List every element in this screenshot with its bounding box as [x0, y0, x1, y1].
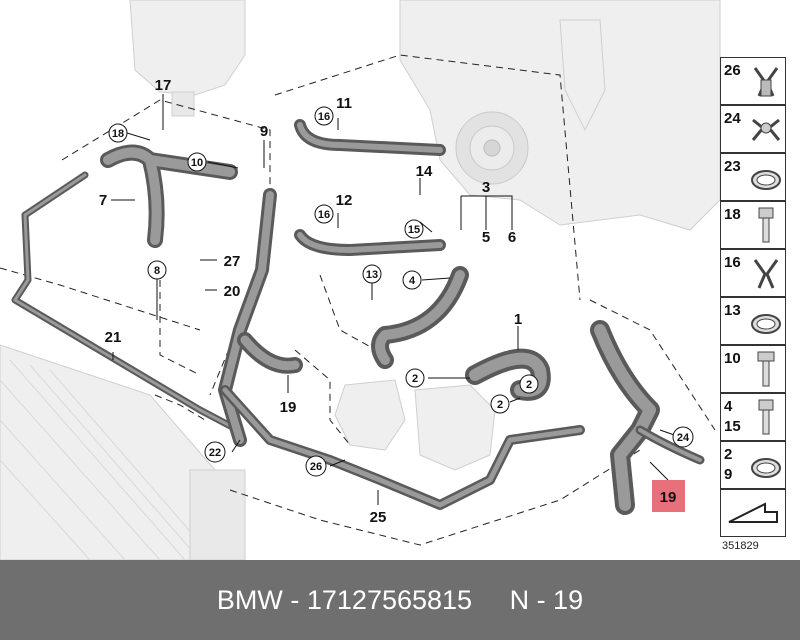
water-pump-illustration — [334, 379, 496, 471]
callout-6: 6 — [508, 229, 516, 246]
legend-item-number: 18 — [724, 206, 741, 223]
callout-8: 9 — [260, 123, 268, 140]
double-clip-icon — [751, 118, 781, 141]
callout-21: 20 — [224, 283, 241, 300]
callout-14: 14 — [416, 163, 433, 180]
legend-item: 26 — [720, 57, 786, 105]
legend-item-number: 9 — [724, 466, 733, 483]
highlight-box — [652, 480, 685, 512]
callout-2a: 2 — [412, 373, 418, 385]
legend-item-number: 4 — [724, 398, 733, 415]
part-callouts: 17 18 10 9 7 8 11 16 12 16 14 15 3 5 6 4… — [99, 77, 694, 526]
spring-clip-icon — [753, 67, 779, 97]
callout-25: 25 — [370, 509, 387, 526]
callout-19-highlighted: 19 — [660, 489, 677, 506]
legend-item-number: 13 — [724, 302, 741, 319]
callout-17: 17 — [155, 77, 172, 94]
legend-item-number: 2 — [724, 446, 733, 463]
callout-18: 18 — [112, 128, 124, 140]
hose-clamp-icon — [751, 458, 781, 478]
callout-5: 5 — [482, 229, 490, 246]
legend-item-number: 10 — [724, 350, 741, 367]
legend-item-number: 26 — [724, 62, 741, 79]
callout-27: 27 — [224, 253, 241, 270]
engine-block-illustration — [399, 0, 721, 231]
legend-item-number: 23 — [724, 158, 741, 175]
callout-13: 13 — [366, 269, 378, 281]
expansion-tank-illustration — [129, 0, 246, 117]
callout-1: 1 — [514, 311, 522, 328]
hose-clamp-icon — [751, 314, 781, 334]
callout-22: 21 — [105, 329, 122, 346]
footer-bar: BMW - 17127565815 N - 19 — [0, 560, 800, 640]
callout-15: 15 — [408, 224, 420, 236]
legend-item-number: 24 — [724, 110, 741, 127]
legend-item: 24 — [720, 105, 786, 153]
legend-item: 16 — [720, 249, 786, 297]
coolant-hoses — [11, 119, 705, 515]
legend-item: 2 9 — [720, 441, 786, 489]
legend-item: 23 — [720, 153, 786, 201]
callout-2c: 2 — [497, 399, 503, 411]
callout-7: 7 — [99, 192, 107, 209]
bolt-icon — [758, 207, 774, 243]
callout-16a: 16 — [318, 111, 330, 123]
legend-item: 4 15 — [720, 393, 786, 441]
callout-2b: 2 — [526, 379, 532, 391]
callout-3: 3 — [482, 179, 490, 196]
leader-lines — [111, 94, 681, 505]
legend-item: 18 — [720, 201, 786, 249]
callout-10: 10 — [191, 157, 203, 169]
hex-bolt-icon — [757, 351, 775, 387]
radiator-illustration — [0, 344, 246, 560]
legend-item: 10 — [720, 345, 786, 393]
callout-4: 4 — [409, 275, 416, 287]
callout-24: 24 — [677, 432, 690, 444]
legend-item-number: 15 — [724, 418, 741, 435]
part-number-text: BMW - 17127565815 N - 19 — [216, 585, 584, 615]
diagram-reference-number: 351829 — [722, 540, 759, 552]
callout-23: 22 — [209, 447, 221, 459]
legend-item — [720, 489, 786, 537]
callout-26: 26 — [310, 461, 322, 473]
bolt-icon — [758, 399, 774, 435]
callout-9: 8 — [154, 265, 160, 277]
callout-12: 12 — [336, 192, 353, 209]
callout-20: 19 — [280, 399, 297, 416]
spring-clip-icon — [753, 259, 779, 289]
legend-item-number: 16 — [724, 254, 741, 271]
callout-16b: 16 — [318, 209, 330, 221]
parts-diagram: 17 18 10 9 7 8 11 16 12 16 14 15 3 5 6 4… — [0, 0, 721, 560]
hose-clamp-icon — [751, 170, 781, 190]
legend-item: 13 — [720, 297, 786, 345]
arrow-icon — [728, 502, 778, 523]
callout-11: 11 — [336, 95, 352, 112]
